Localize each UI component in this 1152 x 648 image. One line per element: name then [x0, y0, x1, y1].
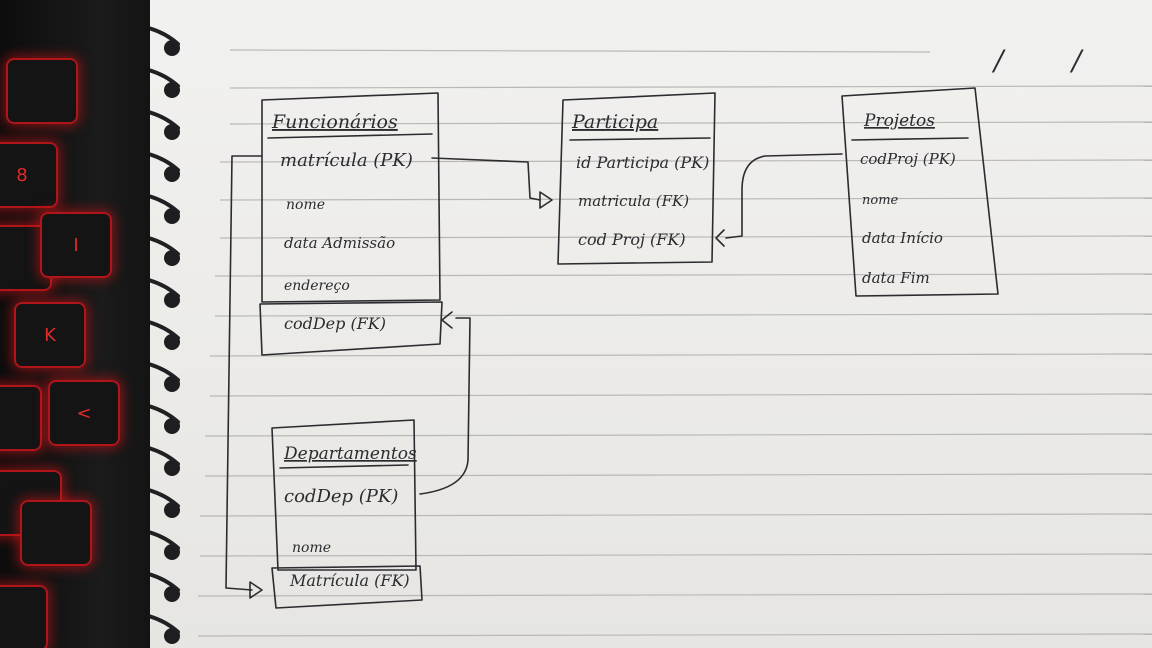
arrow-head-funcionarios [441, 311, 453, 329]
key-label: < [76, 402, 92, 424]
relation-funcionarios-departamentos [225, 155, 263, 591]
field-funcionarios-coddep: codDep (FK) [284, 314, 386, 333]
spiral-binding [150, 26, 180, 644]
table-funcionarios-box [259, 92, 443, 356]
arrow-head-participa [539, 191, 553, 209]
keyboard-key [20, 500, 92, 566]
relation-projetos-participa [725, 153, 843, 239]
key-label: I [73, 234, 79, 256]
field-funcionarios-matricula: matrícula (PK) [280, 150, 413, 171]
field-projetos-data-inicio: data Início [862, 229, 943, 247]
keyboard-key [6, 58, 78, 124]
keyboard-key-lt: < [48, 380, 120, 446]
field-funcionarios-data-admissao: data Admissão [284, 234, 395, 252]
relation-departamentos-funcionarios [419, 317, 471, 495]
field-projetos-data-fim: data Fim [862, 269, 930, 287]
field-participa-codproj: cod Proj (FK) [578, 230, 686, 249]
table-projetos-box [841, 87, 999, 297]
key-label: 8 [16, 164, 28, 186]
field-projetos-nome: nome [862, 193, 899, 208]
table-participa-box [557, 92, 716, 265]
field-departamentos-coddep: codDep (PK) [284, 486, 398, 507]
table-projetos-title: Projetos [863, 111, 935, 131]
field-participa-id: id Participa (PK) [576, 153, 709, 172]
notebook-page [150, 0, 1152, 648]
field-participa-matricula: matricula (FK) [578, 192, 689, 210]
arrow-head-projetos [715, 229, 725, 247]
date-mark: / [991, 44, 1006, 77]
table-funcionarios-title: Funcionários [271, 111, 398, 133]
key-label: K [44, 324, 56, 346]
field-projetos-codproj: codProj (PK) [860, 150, 956, 168]
table-departamentos-box [271, 419, 423, 609]
keyboard-key-i: I [40, 212, 112, 278]
ruled-lines [197, 49, 1152, 637]
field-funcionarios-endereco: endereço [284, 278, 350, 294]
field-departamentos-matricula: Matrícula (FK) [289, 571, 410, 590]
keyboard-key [0, 585, 48, 648]
keyboard: 8 I K < [0, 0, 170, 648]
table-departamentos-title: Departamentos [283, 444, 417, 464]
keyboard-key [0, 385, 42, 451]
date-mark: / [1069, 44, 1084, 77]
field-funcionarios-nome: nome [286, 197, 325, 213]
keyboard-key-8: 8 [0, 142, 58, 208]
table-participa-title: Participa [571, 111, 658, 133]
field-departamentos-nome: nome [292, 540, 331, 556]
relation-funcionarios-participa [431, 157, 541, 201]
keyboard-key-k: K [14, 302, 86, 368]
arrow-head-departamentos [249, 581, 263, 599]
